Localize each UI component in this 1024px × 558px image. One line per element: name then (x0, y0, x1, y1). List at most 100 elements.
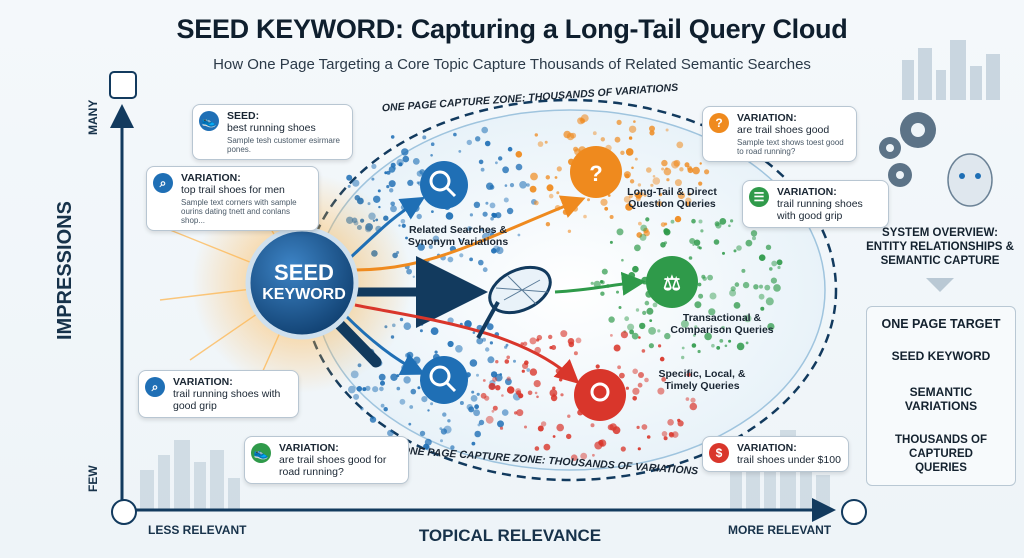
query-dot (516, 409, 524, 417)
query-dot (554, 176, 558, 179)
query-dot (469, 213, 473, 217)
seed-keyword-label: SEED KEYWORD (258, 262, 350, 306)
query-dot (476, 392, 480, 396)
query-dot (764, 284, 771, 291)
query-dot (485, 415, 494, 424)
query-dot (447, 212, 451, 215)
query-dot (670, 219, 675, 224)
query-dot (587, 198, 590, 202)
query-dot (487, 356, 495, 364)
query-dot (664, 222, 668, 226)
query-dot (620, 446, 626, 452)
bubble-v-top-right-query: are trail shoes good (737, 124, 830, 136)
query-dot (425, 445, 431, 451)
query-dot (592, 453, 595, 457)
query-dot (540, 421, 547, 427)
query-dot (708, 308, 716, 316)
query-dot (661, 159, 668, 167)
query-dot (475, 136, 481, 142)
query-dot (633, 120, 636, 123)
query-dot (409, 405, 414, 409)
query-dot (632, 265, 639, 273)
query-dot (453, 132, 457, 137)
query-dot (473, 409, 480, 417)
transactional-cluster-hub: ⚖ (646, 256, 698, 308)
query-dot (665, 128, 669, 132)
query-dot (481, 126, 489, 134)
query-dot (697, 349, 701, 354)
query-dot (522, 362, 529, 369)
query-dot (652, 175, 656, 178)
query-dot (638, 336, 641, 339)
query-dot (620, 150, 625, 155)
bubble-v-right-label: VARIATION: (777, 186, 837, 198)
arrow-to-transactional (554, 271, 646, 296)
query-dot (620, 331, 629, 339)
seed-line-1: SEED (274, 260, 334, 285)
query-dot (616, 290, 619, 294)
query-dot (628, 272, 636, 279)
query-dot (405, 236, 408, 240)
query-dot (694, 301, 702, 309)
query-dot (635, 308, 640, 312)
query-dot (632, 387, 640, 395)
query-dot (509, 183, 515, 188)
query-dot (390, 162, 396, 168)
query-dot (548, 193, 554, 199)
query-dot (736, 342, 745, 351)
query-dot (604, 206, 609, 211)
bubble-seed-label: SEED: (227, 110, 260, 122)
query-dot (639, 322, 646, 330)
query-dot (625, 148, 634, 156)
query-dot (745, 341, 749, 345)
svg-text:?: ? (589, 161, 602, 186)
query-dot (543, 443, 551, 451)
query-dot (378, 373, 386, 381)
query-dot (687, 165, 692, 171)
query-dot (556, 423, 564, 432)
query-dot (522, 341, 528, 346)
query-dot (730, 219, 734, 223)
query-dot (420, 322, 424, 326)
query-dot (570, 132, 577, 139)
bubble-v-left1-note: Sample text corners with sample ourins d… (181, 198, 297, 225)
query-dot (644, 377, 649, 383)
query-dot (440, 428, 447, 435)
query-dot (560, 393, 564, 397)
query-dot (652, 177, 661, 185)
query-dot (537, 141, 544, 147)
query-dot (777, 265, 781, 270)
query-dot (634, 157, 638, 161)
query-dot (733, 249, 737, 253)
query-dot (719, 339, 724, 343)
query-dot (698, 293, 704, 299)
query-dot (592, 131, 597, 136)
lower-related-cluster-hub (420, 356, 468, 404)
query-dot (697, 245, 701, 249)
query-dot (489, 341, 493, 345)
query-dot (403, 376, 411, 384)
query-dot (613, 344, 621, 352)
query-dot (618, 306, 622, 309)
arrow-to-local (354, 303, 580, 385)
query-dot (491, 409, 495, 413)
query-dot (478, 159, 484, 165)
x-axis-label: TOPICAL RELEVANCE (418, 526, 602, 545)
query-dot (658, 193, 663, 197)
query-dot (492, 405, 498, 411)
query-dot (549, 346, 553, 350)
query-dot (387, 429, 394, 437)
query-dot (526, 368, 531, 372)
query-dot (636, 232, 643, 238)
trend-icon-left (111, 499, 137, 525)
query-dot (733, 302, 741, 309)
query-dot (445, 212, 454, 220)
query-dot (692, 243, 695, 246)
query-dot (384, 171, 388, 175)
query-dot (734, 282, 740, 287)
query-dot (390, 373, 398, 381)
query-dot (663, 228, 671, 236)
query-dot (413, 360, 417, 364)
query-dot (638, 221, 642, 226)
query-dot (516, 390, 522, 396)
